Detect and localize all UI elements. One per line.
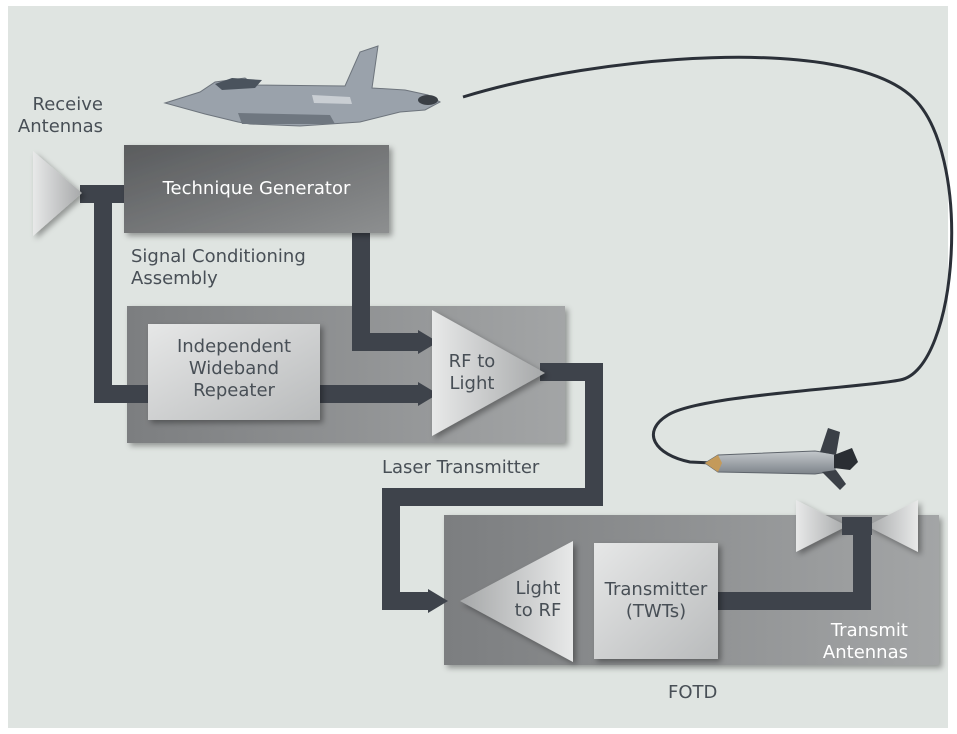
signal-conditioning-label: Signal Conditioning Assembly xyxy=(131,246,306,289)
technique-generator-label: Technique Generator xyxy=(162,178,351,199)
transmit-antenna-right-icon xyxy=(867,500,918,552)
tow-cable xyxy=(462,55,954,465)
technique-generator-box xyxy=(124,145,389,233)
rf-to-light-label: RF to Light xyxy=(448,351,496,394)
towed-decoy-icon xyxy=(704,428,858,490)
receive-antennas-label: Receive Antennas xyxy=(17,94,103,137)
light-to-rf-triangle xyxy=(460,541,573,662)
arrowhead-generator xyxy=(418,330,438,354)
independent-repeater-box xyxy=(148,324,320,420)
path-rf-to-fotd xyxy=(382,363,603,610)
path-antenna-down xyxy=(94,194,148,403)
transmitter-label: Transmitter (TWTs) xyxy=(604,579,708,622)
transmitter-box xyxy=(594,543,718,659)
rf-to-light-triangle xyxy=(432,310,545,436)
receive-antenna-icon xyxy=(33,151,82,236)
independent-repeater-label: Independent Wideband Repeater xyxy=(176,336,292,401)
transmit-antenna-left-icon xyxy=(796,500,847,552)
antenna-connector xyxy=(842,517,872,535)
laser-transmitter-label: Laser Transmitter xyxy=(382,457,540,478)
path-transmitter-to-antennas xyxy=(718,524,871,610)
transmit-antennas-label: Transmit Antennas xyxy=(822,620,908,663)
arrowhead-fotd xyxy=(428,589,448,613)
fighter-jet-icon xyxy=(163,45,442,127)
arrowhead-repeater xyxy=(418,382,438,406)
fotd-label: FOTD xyxy=(668,682,718,703)
path-generator-to-rf xyxy=(352,232,420,351)
light-to-rf-label: Light to RF xyxy=(514,578,562,621)
